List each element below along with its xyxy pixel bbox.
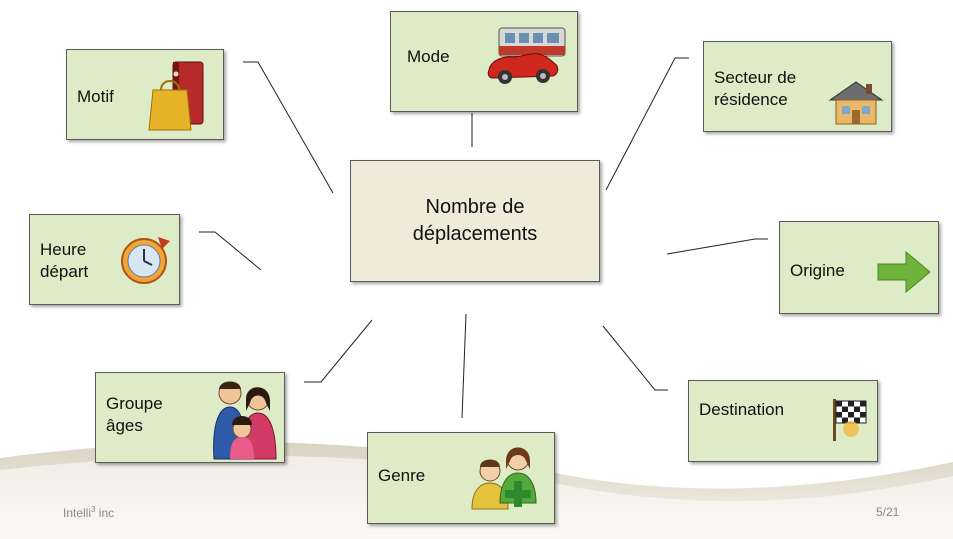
vehicles-icon (487, 27, 566, 84)
connector-genre (461, 313, 467, 419)
connector-destination (602, 325, 668, 391)
checkered-flag-icon (833, 399, 867, 441)
clock-icon (121, 237, 170, 284)
footer-company-suffix: inc (95, 506, 115, 520)
connector-secteur (605, 57, 689, 191)
node-origine-label: Origine (790, 261, 845, 280)
center-label-line2: déplacements (412, 223, 538, 245)
family-icon (213, 381, 277, 460)
connector-motif (243, 61, 334, 194)
page-number: 5/21 (876, 505, 900, 519)
connector-groupe (304, 319, 373, 383)
footer-company: Intelli3 inc (63, 505, 114, 520)
node-heure-label-line2: départ (40, 262, 89, 281)
center-label-line1: Nombre de (425, 196, 525, 218)
node-mode: Mode (390, 11, 578, 112)
node-motif: Motif (66, 49, 224, 140)
node-destination: Destination (688, 380, 878, 462)
male-female-icon (471, 447, 537, 510)
node-groupe: Groupe âges (95, 372, 285, 463)
node-secteur-label-line2: résidence (714, 90, 788, 109)
node-groupe-label-line1: Groupe (106, 394, 163, 413)
node-mode-label: Mode (407, 47, 450, 66)
green-arrow-icon (877, 250, 931, 294)
house-icon (828, 81, 884, 125)
node-secteur: Secteur de résidence (703, 41, 892, 132)
node-genre: Genre (367, 432, 555, 524)
connector-origine (666, 238, 768, 255)
node-groupe-label-line2: âges (106, 416, 143, 435)
footer-company-superscript: 3 (91, 505, 96, 514)
center-node: Nombre de déplacements (350, 160, 600, 282)
node-genre-label: Genre (378, 466, 426, 485)
connector-heure (199, 231, 262, 271)
node-heure: Heure départ (29, 214, 180, 305)
node-origine: Origine (779, 221, 939, 314)
node-destination-label: Destination (699, 400, 785, 419)
node-motif-label: Motif (77, 87, 114, 106)
footer-company-name: Intelli (63, 506, 92, 520)
node-heure-label-line1: Heure (40, 240, 87, 259)
node-secteur-label-line1: Secteur de (714, 68, 797, 87)
shopping-bag-binder-icon (148, 61, 204, 131)
